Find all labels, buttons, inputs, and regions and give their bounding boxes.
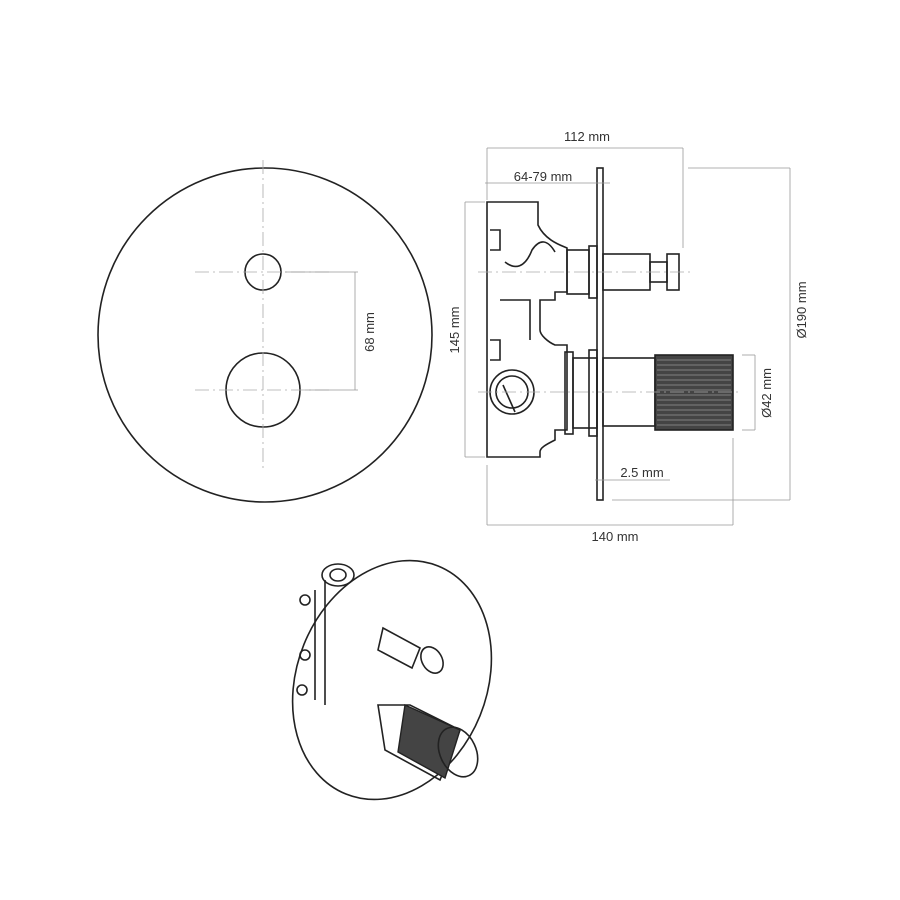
dimension-68mm: 68 mm: [362, 312, 377, 352]
cover-plate-side: [596, 167, 604, 501]
knurled-knob: [654, 354, 734, 431]
dimension-2-5mm: 2.5 mm: [620, 465, 663, 480]
iso-diverter-stem: [377, 626, 422, 670]
iso-knurled-knob: [397, 703, 461, 780]
dimension-64-79mm: 64-79 mm: [514, 169, 573, 184]
iso-cover-plate: [291, 559, 493, 801]
dimension-140mm: 140 mm: [592, 529, 639, 544]
isometric-view: [291, 559, 493, 801]
dimension-190mm: Ø190 mm: [794, 281, 809, 338]
iso-valve-body: [314, 580, 326, 705]
dimension-42mm: Ø42 mm: [759, 368, 774, 418]
valve-body: [486, 201, 568, 458]
side-view: 112 mm 64-79 mm 145 mm Ø190 mm Ø42 mm 2.…: [447, 129, 809, 544]
dimension-112mm: 112 mm: [564, 129, 610, 144]
dimension-145mm: 145 mm: [447, 307, 462, 354]
front-view: 68 mm: [97, 160, 433, 503]
cover-plate-outline: [97, 167, 433, 503]
